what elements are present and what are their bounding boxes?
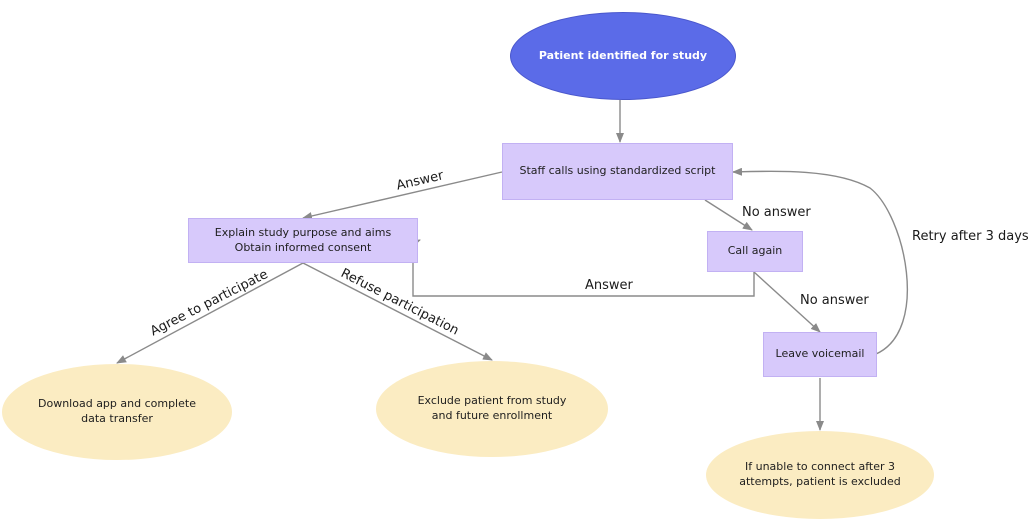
call-again-label: Call again: [727, 244, 783, 258]
leave-voicemail-node: Leave voicemail: [763, 332, 877, 377]
download-label: Download app and complete data transfer: [38, 397, 196, 425]
edge-label-retry: Retry after 3 days: [912, 229, 1029, 244]
leave-voicemail-label: Leave voicemail: [775, 347, 865, 361]
edge-voicemail-retry: [732, 167, 908, 355]
edge-label-answer-2: Answer: [585, 278, 633, 293]
edge-label-no-answer-2: No answer: [800, 293, 869, 308]
explain-consent-node: Explain study purpose and aims Obtain in…: [188, 218, 418, 263]
consent-label: Obtain informed consent: [234, 240, 372, 254]
edge-staff-call-to-call-again: [704, 199, 753, 231]
edge-staff-call-to-explain: [302, 171, 503, 220]
exclude-label: Exclude patient from study and future en…: [417, 394, 567, 422]
exclude-node: Exclude patient from study and future en…: [376, 361, 608, 457]
unable-label: If unable to connect after 3 attempts, p…: [739, 460, 901, 488]
start-node: Patient identified for study: [510, 12, 736, 100]
staff-call-node: Staff calls using standardized script: [502, 143, 733, 200]
unable-node: If unable to connect after 3 attempts, p…: [706, 431, 934, 519]
start-node-label: Patient identified for study: [538, 48, 708, 62]
edge-explain-to-download: [116, 262, 304, 364]
edge-explain-to-exclude: [302, 262, 493, 361]
staff-call-label: Staff calls using standardized script: [519, 164, 716, 178]
download-node: Download app and complete data transfer: [2, 364, 232, 460]
edge-call-again-to-explain: [410, 239, 755, 297]
explain-label: Explain study purpose and aims: [214, 225, 392, 239]
edge-label-no-answer-1: No answer: [742, 205, 811, 220]
edge-call-again-to-voicemail: [753, 271, 821, 333]
call-again-node: Call again: [707, 231, 803, 272]
